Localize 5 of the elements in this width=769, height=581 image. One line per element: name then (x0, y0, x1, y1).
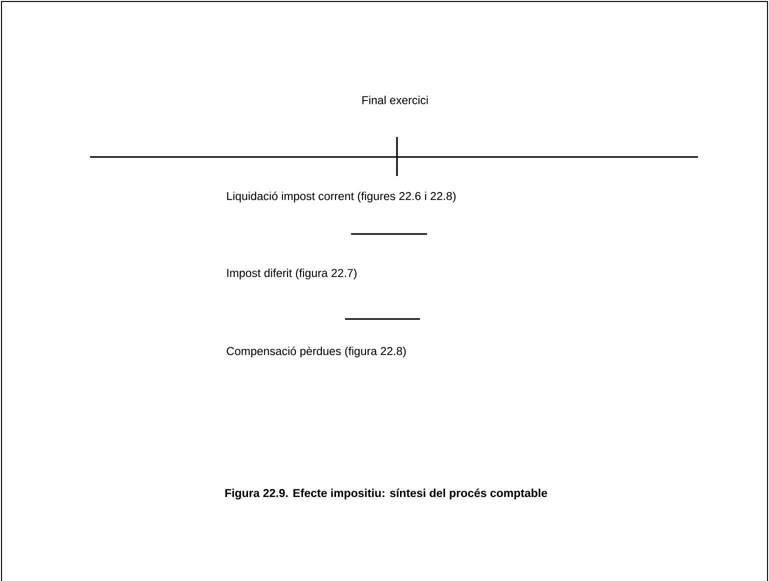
note-text: Liquidació impost corrent (figures 22.6 i 22.8) (227, 192, 456, 202)
note-text: Impost diferit (figura 22.7) (227, 268, 356, 280)
note-text: Compensació pèrdues (figura 22.8) (226, 346, 406, 358)
heading: Final exercici (362, 96, 428, 104)
caption: Figura 22.9. Efecte impositiu: síntesi del procés comptable (225, 488, 548, 500)
